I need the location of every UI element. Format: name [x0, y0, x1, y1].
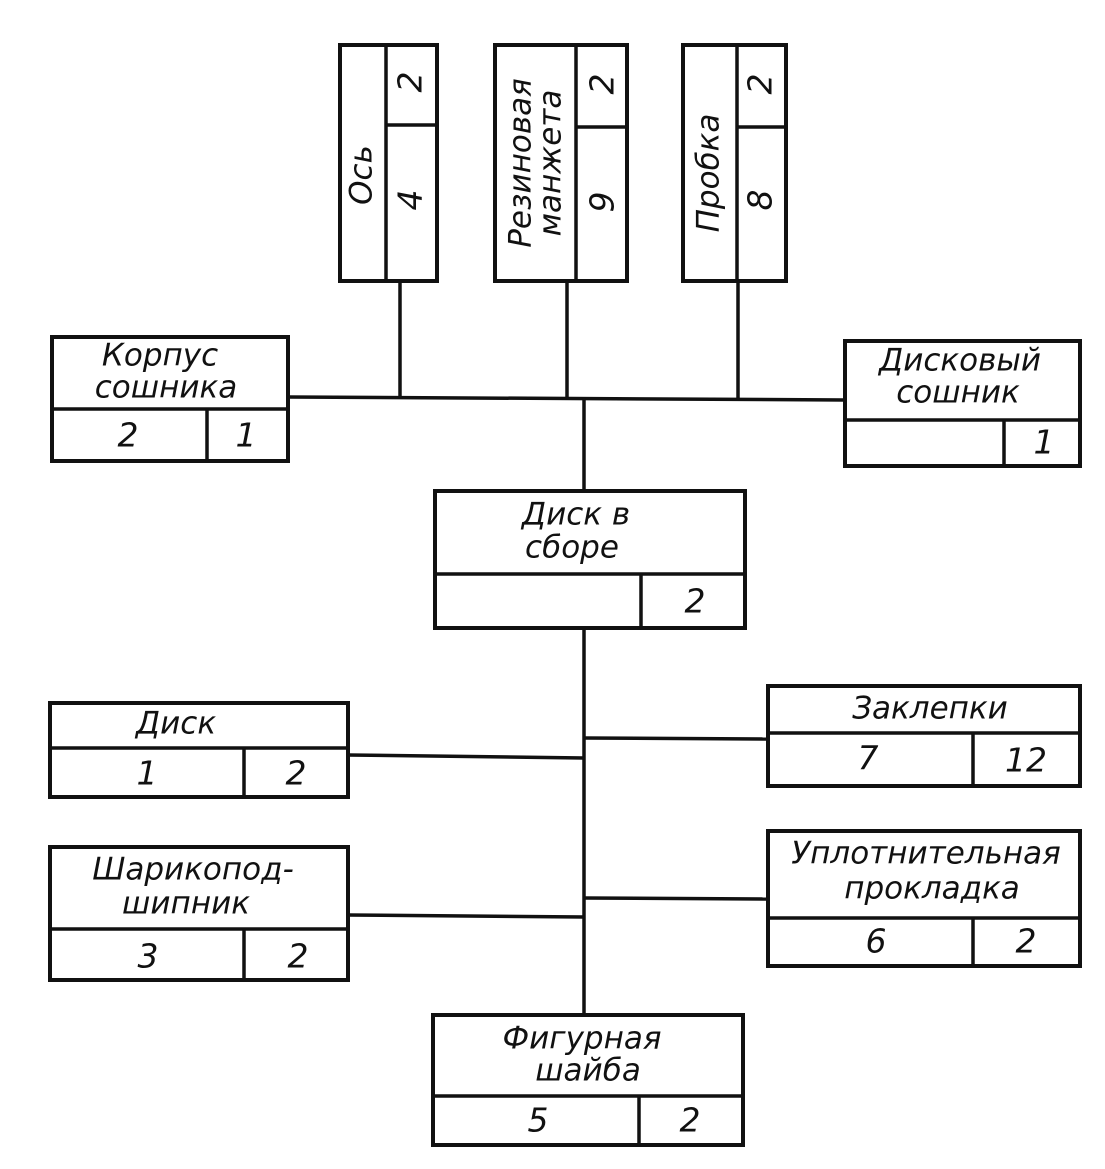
connector-sharikopodshipnik — [347, 913, 585, 919]
node-sharikopodshipnik-label-1: Шарикопод- — [92, 852, 294, 888]
connector-lines — [287, 280, 846, 1015]
node-korpus-soshnika: Корпус сошника 2 1 — [50, 335, 290, 463]
node-os-number: 4 — [391, 190, 430, 211]
node-uplotnitelnaya-prokladka-quantity: 2 — [1016, 922, 1037, 961]
node-zaklepki-number: 7 — [858, 739, 879, 778]
node-disk-v-sbore-label-1: Диск в — [520, 497, 630, 533]
node-figurnaya-shaiba: Фигурная шайба 5 2 — [431, 1013, 745, 1147]
node-uplotnitelnaya-prokladka-label-1: Уплотнительная — [791, 836, 1061, 872]
node-rezinovaya-manzheta: Резиновая манжета 9 2 — [493, 43, 629, 283]
node-os-quantity: 2 — [391, 72, 430, 93]
connector-disk — [347, 753, 585, 760]
node-figurnaya-shaiba-quantity: 2 — [680, 1101, 701, 1140]
node-rezinovaya-manzheta-label-1: Резиновая — [503, 78, 539, 248]
node-probka: Пробка 8 2 — [681, 43, 788, 283]
node-disk-v-sbore-label-2: сборе — [525, 530, 619, 566]
node-diskovyi-soshnik-quantity: 1 — [1034, 423, 1055, 462]
node-uplotnitelnaya-prokladka: Уплотнительная прокладка 6 2 — [766, 829, 1082, 968]
node-korpus-soshnika-label-2: сошника — [95, 370, 238, 406]
node-korpus-soshnika-quantity: 1 — [236, 416, 257, 455]
node-disk-label: Диск — [134, 706, 216, 742]
node-sharikopodshipnik-label-2: шипник — [122, 886, 250, 922]
node-disk-v-sbore: Диск в сборе 2 — [433, 489, 747, 630]
node-diskovyi-soshnik: Дисковый сошник 1 — [843, 339, 1082, 468]
node-zaklepki-quantity: 12 — [1005, 741, 1047, 780]
node-rezinovaya-manzheta-number: 9 — [583, 192, 622, 213]
node-korpus-soshnika-number: 2 — [118, 416, 139, 455]
node-disk-v-sbore-quantity: 2 — [685, 582, 706, 621]
node-probka-label: Пробка — [691, 114, 727, 233]
node-sharikopodshipnik: Шарикопод- шипник 3 2 — [48, 845, 350, 982]
node-probka-quantity: 2 — [741, 74, 780, 95]
node-disk-number: 1 — [137, 754, 158, 793]
node-diskovyi-soshnik-label-2: сошник — [896, 375, 1020, 411]
node-os: Ось 4 2 — [338, 43, 439, 283]
node-zaklepki: Заклепки 7 12 — [766, 684, 1082, 788]
node-figurnaya-shaiba-label-2: шайба — [535, 1053, 641, 1089]
node-probka-number: 8 — [741, 190, 780, 211]
connector-top-bus — [287, 395, 846, 402]
node-zaklepki-label: Заклепки — [852, 691, 1008, 727]
connector-uplotnitelnaya-prokladka — [583, 896, 769, 901]
node-uplotnitelnaya-prokladka-number: 6 — [866, 922, 887, 961]
node-sharikopodshipnik-number: 3 — [138, 937, 159, 976]
node-uplotnitelnaya-prokladka-label-2: прокладка — [844, 871, 1020, 907]
node-figurnaya-shaiba-number: 5 — [528, 1101, 549, 1140]
node-rezinovaya-manzheta-quantity: 2 — [583, 74, 622, 95]
node-rezinovaya-manzheta-label-2: манжета — [533, 90, 569, 237]
connector-zaklepki — [583, 736, 769, 741]
node-os-label: Ось — [344, 145, 380, 205]
node-disk-quantity: 2 — [286, 754, 307, 793]
node-figurnaya-shaiba-label-1: Фигурная — [502, 1021, 661, 1057]
node-korpus-soshnika-label-1: Корпус — [102, 338, 218, 374]
node-sharikopodshipnik-quantity: 2 — [288, 937, 309, 976]
node-diskovyi-soshnik-label-1: Дисковый — [877, 343, 1041, 379]
node-disk: Диск 1 2 — [48, 701, 350, 799]
